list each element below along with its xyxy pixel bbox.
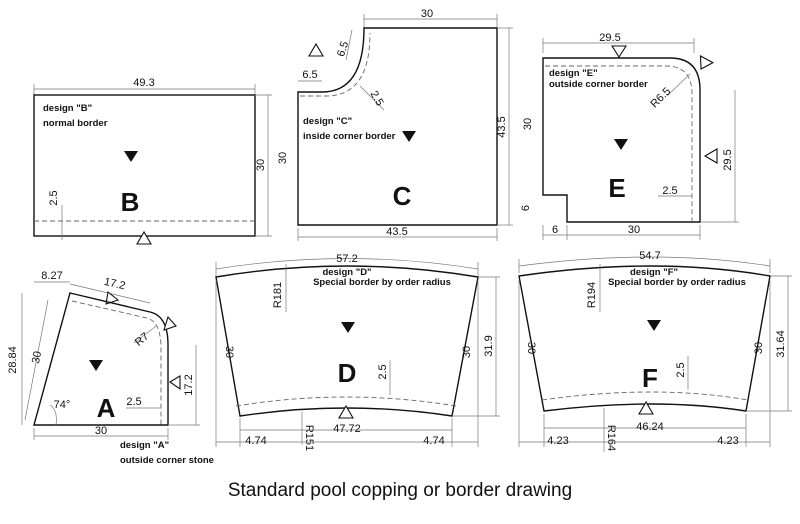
dim-b-top: 49.3 [133,77,154,89]
marker-corner-triangle-icon [163,315,177,331]
panel-c-title: design "C" [303,116,352,127]
dim-c-top: 30 [421,8,433,20]
dim-a-top-slant: 17.2 [103,276,127,293]
panel-f-subtitle: Special border by order radius [608,277,746,288]
marker-up-triangle-icon [308,42,324,57]
dim-d-radius-bottom: R151 [303,425,315,451]
panel-d-title: design "D" [322,267,371,278]
dim-e-left: 30 [522,118,534,130]
marker-up-triangle-icon [136,230,152,245]
dim-d-bottom: 47.72 [333,423,361,435]
panel-d: 57.2 design "D" Special border by order … [215,253,500,451]
dim-e-top: 29.5 [599,32,620,44]
panel-e-subtitle: outside corner border [549,79,648,90]
dim-e-notch-v: 6 [520,205,532,211]
dim-a-radius: R7 [133,331,151,349]
marker-down-triangle-icon [124,151,138,162]
dim-d-bottom-left: 4.74 [245,435,266,447]
dim-a-right: 17.2 [183,374,195,395]
dim-d-bottom-right: 4.74 [423,435,444,447]
panel-c-letter: C [393,181,412,211]
panel-e-letter: E [608,173,625,203]
dim-f-top: 54.7 [639,250,660,262]
dim-d-left: 30 [223,346,235,358]
dim-d-inner: 2.5 [377,364,389,379]
dim-e-bottom-left: 6 [552,224,558,236]
marker-up-triangle-icon [638,400,654,415]
panel-e-title: design "E" [549,68,598,79]
dim-f-bottom-left: 4.23 [547,435,568,447]
panel-b-title: design "B" [43,103,92,114]
dim-b-inner: 2.5 [48,190,60,205]
dim-f-inner: 2.5 [675,362,687,377]
marker-left-triangle-icon [703,148,718,164]
marker-up-triangle-icon [338,404,354,419]
dim-c-right: 43.5 [496,116,508,137]
panel-b: 49.3 30 2.5 design "B" normal border B [33,77,272,245]
panel-f-title: design "F" [630,267,678,278]
dim-a-bottom: 30 [95,425,107,437]
panel-c: 30 6.5 6.5 2.5 30 43.5 43.5 design "C" i… [277,8,513,241]
panel-a-letter: A [97,393,116,423]
panel-e: 29.5 R6.5 30 29.5 2.5 6 6 30 design "E" … [520,32,739,240]
dim-f-right-inner: 30 [753,342,765,354]
dim-e-inner: 2.5 [662,185,677,197]
panel-c-subtitle: inside corner border [303,131,396,142]
dim-a-angle: 74° [54,399,71,411]
panel-f: 54.7 design "F" Special border by order … [518,250,792,452]
panel-d-letter: D [338,358,357,388]
dim-e-bottom: 30 [628,224,640,236]
dim-d-radius-top: R181 [272,282,284,308]
marker-down-triangle-icon [105,290,120,305]
dim-d-right-inner: 30 [461,346,473,358]
dim-d-top: 57.2 [336,253,357,265]
dim-c-left: 30 [277,152,289,164]
dim-f-right-outer: 31.64 [775,330,787,358]
panel-a-subtitle: outside corner stone [120,455,214,466]
dim-c-radius: 2.5 [368,89,386,108]
dim-f-left: 30 [525,342,537,354]
panel-b-letter: B [121,187,140,217]
panel-b-subtitle: normal border [43,118,108,129]
marker-down-triangle-icon [610,45,628,59]
panel-a-title: design "A" [120,440,169,451]
marker-left-triangle-icon [168,375,181,391]
dim-f-bottom-right: 4.23 [717,435,738,447]
marker-corner-triangle-icon [699,55,715,70]
dim-c-bottom: 43.5 [386,226,407,238]
marker-down-triangle-icon [89,360,103,371]
dim-a-top-left: 8.27 [41,270,62,282]
caption: Standard pool copping or border drawing [227,480,573,501]
marker-down-triangle-icon [614,139,628,150]
dim-a-inner: 2.5 [126,396,141,408]
dim-e-radius: R6.5 [648,85,673,110]
marker-down-triangle-icon [647,320,661,331]
dim-f-bottom: 46.24 [636,421,664,433]
dim-f-radius-top: R194 [586,282,598,308]
panel-f-letter: F [642,363,658,393]
dim-f-radius-bottom: R164 [605,425,617,451]
dim-b-right: 30 [255,159,267,171]
copping-drawing: 49.3 30 2.5 design "B" normal border B 3… [7,8,792,466]
dim-a-left-outer: 28.84 [7,346,19,374]
panel-d-subtitle: Special border by order radius [313,277,451,288]
dim-a-left-slant: 30 [30,350,44,364]
panel-a: 8.27 17.2 R7 28.84 30 17.2 2.5 74° 30 A … [7,270,214,466]
dim-d-right-outer: 31.9 [483,335,495,356]
marker-down-triangle-icon [402,131,416,142]
dim-c-notch-v: 6.5 [335,40,351,58]
dim-e-right: 29.5 [722,149,734,170]
dim-c-notch-h: 6.5 [302,69,317,81]
marker-down-triangle-icon [341,322,355,333]
